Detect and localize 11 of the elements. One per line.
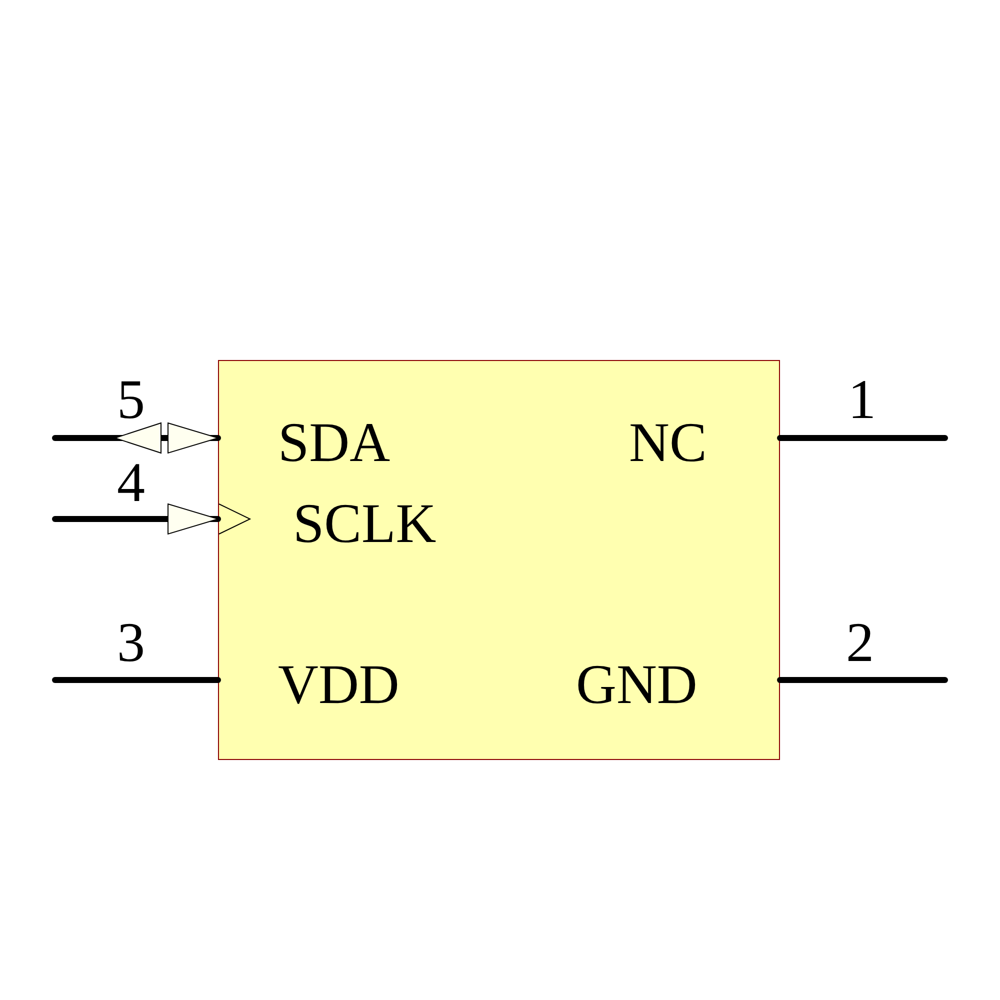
- ic-body: [218, 360, 780, 760]
- pin-number: 4: [117, 455, 145, 511]
- pin-number: 1: [848, 372, 876, 428]
- pin-number: 3: [117, 615, 145, 671]
- pin-number: 5: [117, 372, 145, 428]
- pin-name: NC: [629, 415, 707, 471]
- pin-name: SDA: [278, 415, 390, 471]
- pin-name: VDD: [278, 657, 400, 713]
- pin-name: GND: [576, 657, 698, 713]
- pin-number: 2: [846, 615, 874, 671]
- pin-name: SCLK: [293, 496, 436, 552]
